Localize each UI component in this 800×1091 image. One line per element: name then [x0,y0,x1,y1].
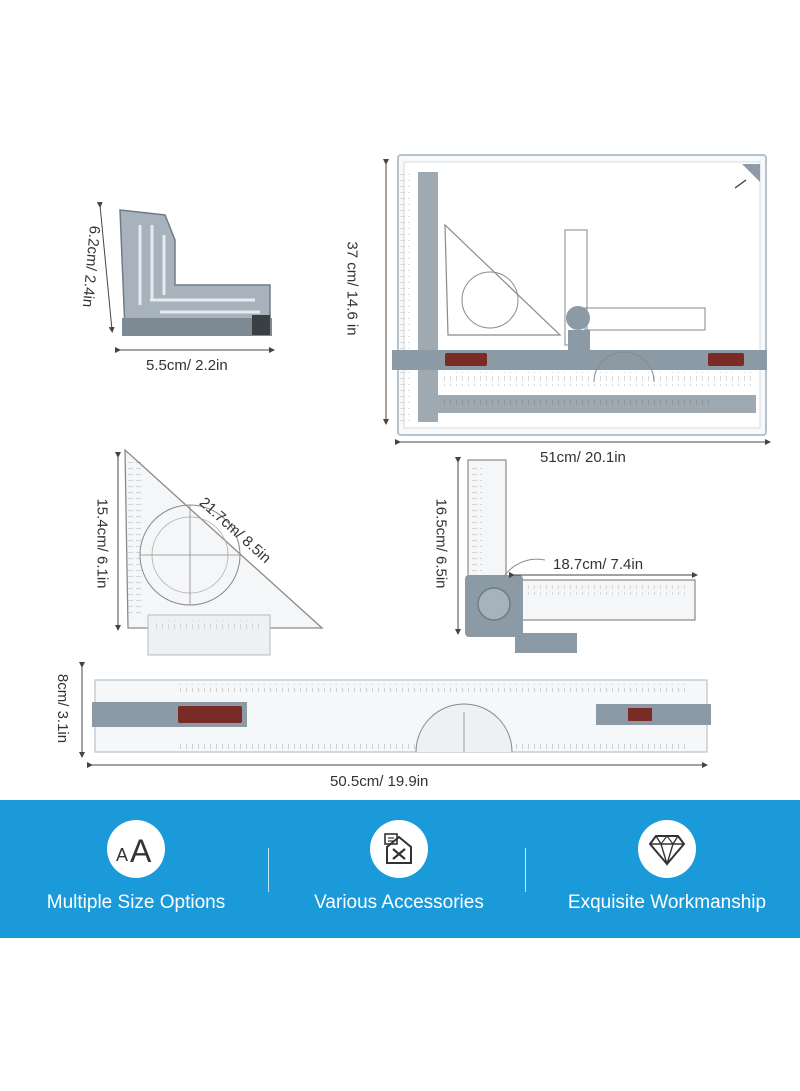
feature-accessories: Various Accessories [266,800,532,938]
ruler-width-label: 50.5cm/ 19.9in [330,773,429,790]
drafting-arm [465,459,696,653]
product-drawing [79,154,771,768]
svg-text:A: A [130,833,152,867]
banner-divider [268,848,269,892]
arm-width-label: 18.7cm/ 7.4in [553,556,644,573]
feature-workmanship: Exquisite Workmanship [534,800,800,938]
bottom-whitespace [0,938,800,1091]
feature-banner: A A Multiple Size Options Various Access… [0,800,800,938]
feature-label: Multiple Size Options [46,892,226,913]
svg-text:A: A [116,845,128,865]
ruler-height-label: 8cm/ 3.1in [54,673,72,744]
corner-piece [119,209,272,336]
board-width-label: 51cm/ 20.1in [540,449,626,466]
arm-height-label: 16.5cm/ 6.5in [432,498,450,589]
banner-divider [525,848,526,892]
font-size-icon: A A [116,833,152,867]
parallel-ruler [92,679,711,753]
feature-size-options: A A Multiple Size Options [3,800,269,938]
feature-icon-circle: A A [107,820,165,878]
feature-icon-circle [370,820,428,878]
triangle-height-label: 15.4cm/ 6.1in [93,498,111,589]
corner-width-label: 5.5cm/ 2.2in [146,357,228,374]
feature-icon-circle [638,820,696,878]
diamond-icon [648,835,686,866]
feature-label: Various Accessories [314,892,484,913]
house-tools-icon [384,833,412,864]
board-height-label: 37 cm/ 14.6 in [343,241,361,336]
product-illustration: 6.2cm/ 2.4in 5.5cm/ 2.2in 37 cm/ 14.6 in… [54,154,771,790]
drawing-board [392,154,767,436]
set-square [124,448,324,656]
feature-label: Exquisite Workmanship [567,892,767,913]
